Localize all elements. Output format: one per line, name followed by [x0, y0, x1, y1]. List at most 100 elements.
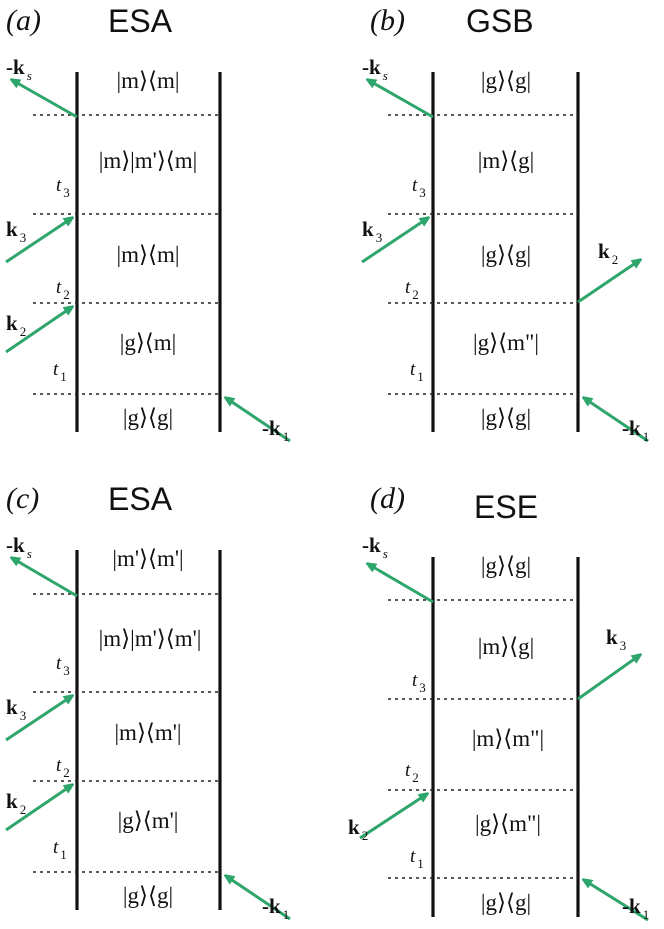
density-state: |m⟩⟨m"|: [472, 726, 544, 751]
panel-a: (a) ESA |m⟩⟨m| |m⟩|m'⟩⟨m| |m⟩⟨m| |g⟩⟨m| …: [5, 3, 291, 444]
panel-tag: (c): [6, 482, 39, 515]
density-state: |g⟩⟨g|: [123, 405, 173, 430]
subscript: s: [383, 68, 388, 83]
subscript: 3: [20, 708, 27, 723]
subscript: 1: [643, 907, 650, 922]
subscript: 1: [283, 907, 290, 922]
subscript: 1: [417, 369, 424, 384]
density-state: |m⟩|m'⟩⟨m|: [99, 148, 198, 173]
panel-tag: (a): [6, 4, 41, 37]
panel-b: (b) GSB |g⟩⟨g| |m⟩⟨g| |g⟩⟨g| |g⟩⟨m"| |g⟩…: [361, 3, 649, 444]
density-state: |m⟩⟨m'|: [114, 720, 181, 745]
panel-title: GSB: [466, 3, 534, 39]
subscript: s: [27, 546, 32, 561]
subscript: 2: [20, 324, 27, 339]
subscript: 1: [283, 429, 290, 444]
subscript: s: [27, 68, 32, 83]
density-state: |g⟩⟨g|: [481, 890, 531, 915]
k2-arrow: [5, 785, 72, 832]
density-state: |g⟩⟨g|: [481, 553, 531, 578]
subscript: 2: [412, 770, 419, 785]
panel-tag: (b): [370, 4, 405, 37]
k3-arrow: [577, 655, 640, 701]
subscript: s: [383, 546, 388, 561]
k1-arrow: [584, 398, 649, 443]
subscript: 3: [20, 230, 27, 245]
subscript: 2: [20, 802, 27, 817]
subscript: 2: [63, 287, 70, 302]
subscript: 3: [63, 663, 70, 678]
density-state: |g⟩⟨g|: [481, 405, 531, 430]
density-state: |g⟩⟨g|: [481, 242, 531, 267]
signal-arrow: [368, 80, 434, 119]
subscript: 1: [417, 856, 424, 871]
signal-arrow: [368, 564, 434, 604]
subscript: 1: [60, 369, 67, 384]
k1-arrow: [226, 398, 291, 443]
k3-arrow: [5, 696, 72, 742]
density-state: |g⟩⟨m"|: [473, 330, 539, 355]
subscript: 3: [63, 185, 70, 200]
density-state: |g⟩⟨m'|: [118, 808, 179, 833]
density-state: |m⟩|m'⟩⟨m'|: [99, 626, 202, 651]
density-state: |g⟩⟨m"|: [475, 811, 541, 836]
panel-title: ESE: [474, 489, 538, 525]
subscript: 3: [419, 185, 426, 200]
k2-arrow: [577, 260, 640, 304]
density-state: |m'⟩⟨m'|: [112, 546, 183, 571]
panel-c: (c) ESA |m'⟩⟨m'| |m⟩|m'⟩⟨m'| |m⟩⟨m'| |g⟩…: [5, 481, 291, 922]
subscript: 1: [60, 847, 67, 862]
subscript: 3: [376, 230, 383, 245]
signal-arrow: [12, 558, 78, 598]
density-state: |m⟩⟨m|: [117, 242, 180, 267]
panel-d: (d) ESE |g⟩⟨g| |m⟩⟨g| |m⟩⟨m"| |g⟩⟨m"| |g…: [348, 482, 649, 922]
subscript: 1: [643, 429, 650, 444]
k1-arrow: [226, 876, 291, 921]
signal-arrow: [12, 80, 78, 119]
k1-arrow: [584, 880, 649, 922]
subscript: 2: [362, 828, 369, 843]
k3-arrow: [5, 218, 72, 264]
density-state: |m⟩⟨g|: [478, 148, 535, 173]
density-state: |m⟩⟨m|: [117, 68, 180, 93]
density-state: |g⟩⟨g|: [123, 883, 173, 908]
subscript: 2: [63, 765, 70, 780]
subscript: 3: [419, 680, 426, 695]
density-state: |g⟩⟨g|: [481, 68, 531, 93]
panel-title: ESA: [108, 481, 173, 517]
subscript: 3: [620, 638, 627, 653]
panel-tag: (d): [370, 482, 405, 515]
density-state: |m⟩⟨g|: [478, 634, 535, 659]
subscript: 2: [612, 252, 619, 267]
density-state: |g⟩⟨m|: [120, 330, 177, 355]
